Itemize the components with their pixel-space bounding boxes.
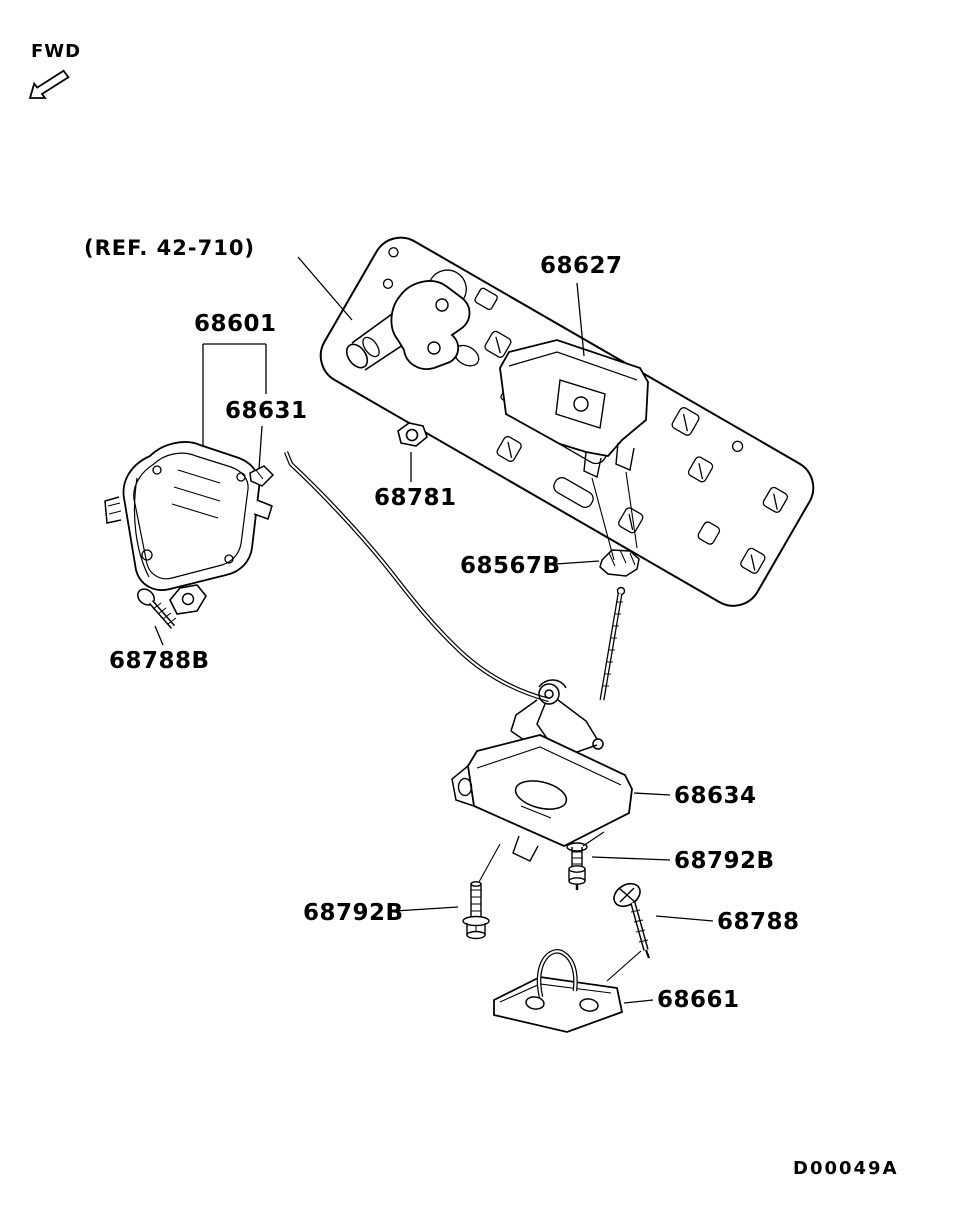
part-label-68792B-left: 68792B — [303, 900, 404, 926]
clip-68567B — [599, 549, 640, 577]
striker-68661 — [493, 949, 624, 1033]
reference-label: (REF. 42-710) — [84, 236, 256, 260]
part-label-68631: 68631 — [225, 398, 308, 424]
part-label-68627: 68627 — [540, 253, 623, 279]
clip-68631 — [249, 465, 275, 487]
part-label-68788: 68788 — [717, 909, 800, 935]
part-label-68788B: 68788B — [109, 648, 210, 674]
latch-rod — [599, 586, 626, 701]
fwd-arrow-icon — [28, 69, 70, 99]
screw-68788B — [137, 588, 177, 629]
fwd-direction-label: FWD — [31, 41, 82, 62]
part-label-68601: 68601 — [194, 311, 277, 337]
part-label-68781: 68781 — [374, 485, 457, 511]
diagram-code: D00049A — [793, 1158, 899, 1179]
control-rod — [283, 451, 550, 703]
part-label-68634: 68634 — [674, 783, 757, 809]
latch-68634 — [451, 679, 633, 862]
leader-lines — [154, 256, 714, 1004]
bracket-68627 — [499, 339, 649, 479]
part-label-68792B-right: 68792B — [674, 848, 775, 874]
actuator-68601 — [104, 441, 273, 615]
screw-68788 — [613, 882, 651, 959]
nut-68781 — [397, 422, 428, 447]
part-label-68567B: 68567B — [460, 553, 561, 579]
bolt-68792B-left — [462, 881, 490, 940]
part-label-68661: 68661 — [657, 987, 740, 1013]
hinge-ref-part — [345, 280, 471, 371]
stud-68792B-right — [566, 842, 588, 890]
